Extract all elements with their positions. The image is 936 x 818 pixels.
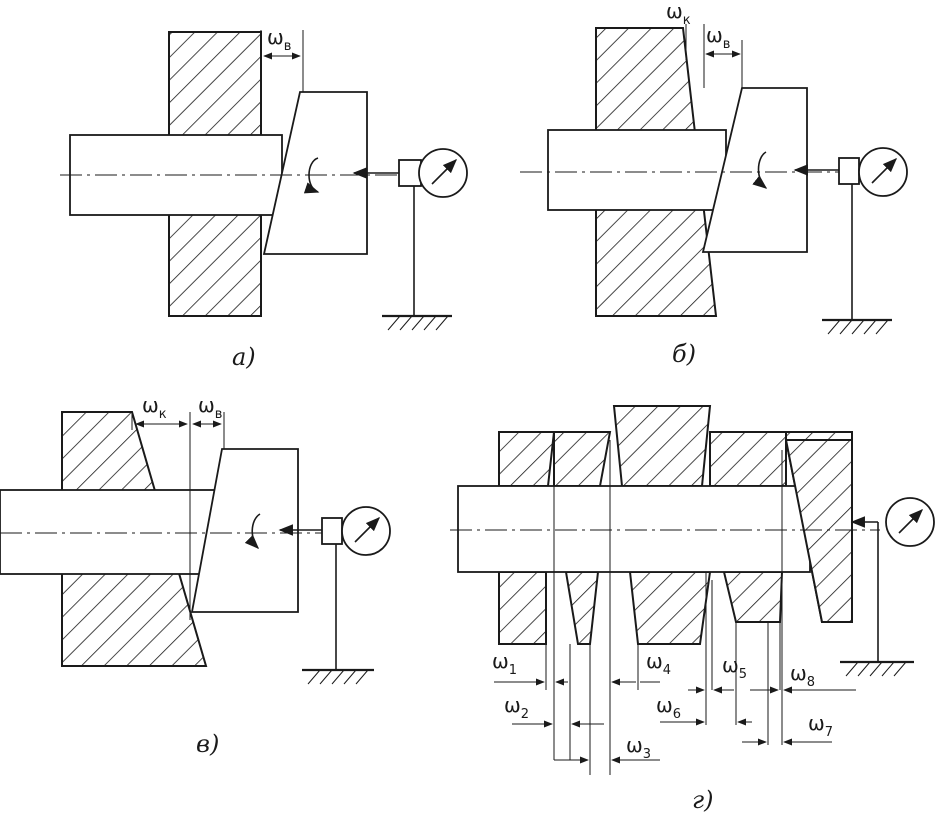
indicator-clamp [321, 517, 343, 545]
rotation-arrow-icon [752, 151, 768, 189]
ring-1-top [498, 431, 556, 487]
ring-4-bottom [722, 571, 784, 623]
ring-1-bottom [498, 571, 547, 645]
ground-hatch [845, 661, 907, 677]
ring-2-bottom [564, 571, 600, 645]
dial-needle [871, 157, 898, 184]
ring-2-top [553, 431, 612, 487]
label-omega-v: ωв [198, 393, 222, 422]
label-omega-k: ωк [666, 0, 691, 28]
ground-hatch [827, 319, 889, 335]
indicator-clamp [398, 159, 422, 187]
panel-b: ωк ωв б) [520, 0, 908, 368]
caption-b: б) [672, 340, 696, 368]
label-omega-v: ωв [267, 25, 291, 54]
caption-g: г) [692, 786, 714, 814]
label-omega-8: ω8 [790, 661, 815, 690]
cone-part [190, 448, 299, 613]
rotation-arrow-icon [244, 513, 261, 550]
dial-needle [354, 516, 381, 543]
cone-part [262, 91, 368, 255]
rotation-arrow-icon [303, 157, 320, 194]
label-omega-2: ω2 [504, 693, 529, 722]
ring-3-bottom [628, 571, 712, 645]
label-omega-3: ω3 [626, 733, 651, 762]
panel-g: ω1 ω2 ω3 ω4 ω5 ω6 ω7 ω8 г) [450, 405, 935, 814]
label-omega-4: ω4 [646, 649, 671, 678]
caption-a: а) [232, 343, 256, 371]
dial-needle [898, 508, 924, 534]
dial-needle [431, 158, 458, 185]
dimension-arrows [494, 678, 856, 764]
indicator-clamp [838, 157, 860, 185]
end-ring-over-shaft [784, 439, 853, 623]
label-omega-7: ω7 [808, 711, 833, 740]
label-omega-k: ωк [142, 393, 167, 422]
label-omega-v: ωв [706, 23, 730, 52]
cone-part [701, 87, 808, 253]
shaft [457, 485, 811, 573]
ground-hatch [307, 669, 369, 685]
shaft [0, 489, 216, 575]
caption-v: в) [196, 730, 219, 758]
ring-4-top [709, 431, 787, 487]
label-omega-6: ω6 [656, 693, 681, 722]
dimension-extension-lines [545, 440, 783, 775]
label-omega-5: ω5 [722, 653, 747, 682]
ring-3-top [612, 405, 712, 487]
panel-v: ωк ωв в) [0, 393, 391, 758]
shaft [547, 129, 727, 211]
panel-a: ωв а) [60, 25, 468, 371]
label-omega-1: ω1 [492, 649, 517, 678]
ground-hatch [387, 315, 449, 331]
